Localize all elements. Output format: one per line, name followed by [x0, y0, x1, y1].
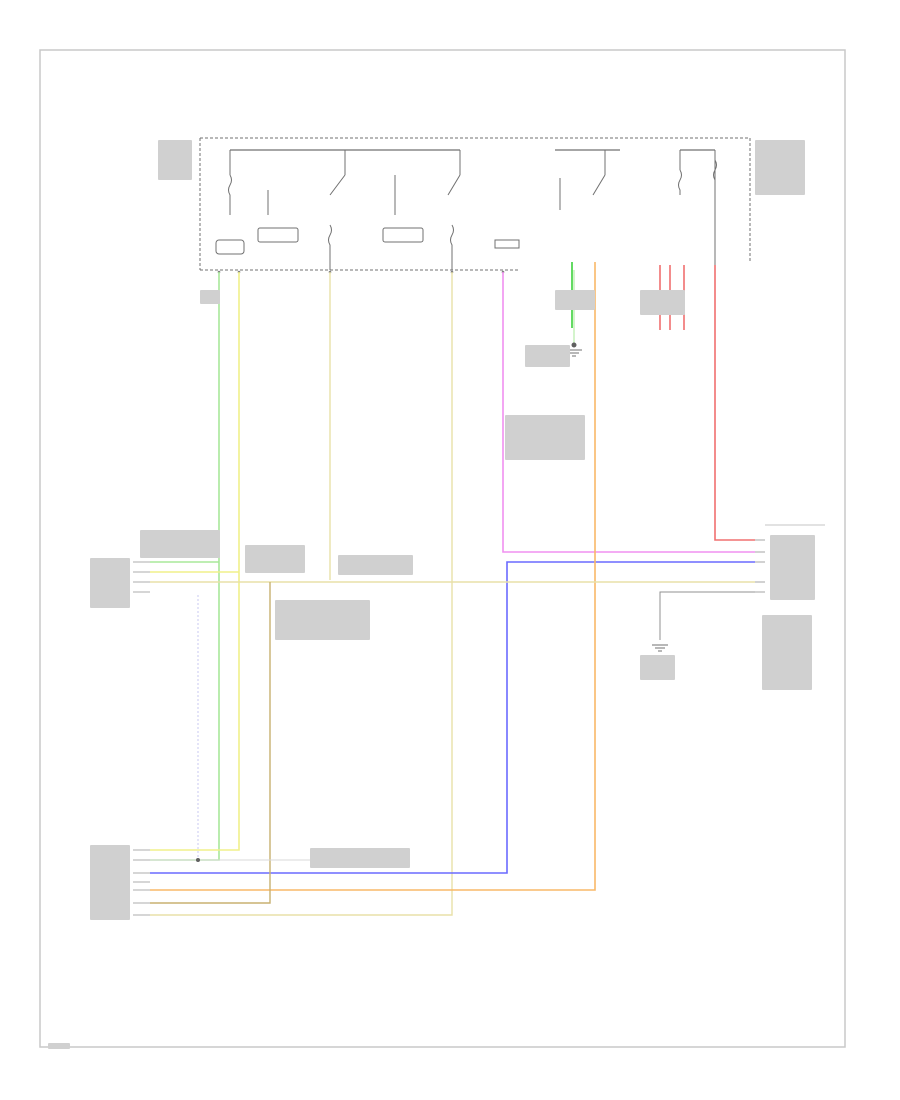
ground-icon	[566, 349, 668, 652]
fuse-icon	[228, 159, 717, 270]
illegible-text-marks	[48, 140, 815, 1049]
fuse-relay-box	[199, 137, 751, 271]
wire-light-green	[150, 272, 220, 861]
right-connector	[755, 524, 825, 593]
wire-orange	[150, 262, 596, 891]
connector-pins	[217, 270, 505, 274]
wire-brown	[150, 582, 271, 904]
wire-red-long	[714, 265, 755, 541]
box-outline	[199, 137, 751, 271]
wire-tan-2	[150, 272, 453, 916]
wire-black-ground	[659, 591, 755, 640]
wire-blue	[150, 561, 755, 874]
wire-yellow	[150, 272, 240, 851]
diagram-frame	[39, 49, 846, 1048]
relay-icon	[215, 174, 606, 255]
trailer-connector-upper	[133, 561, 150, 593]
trailer-connector-lower	[133, 849, 150, 916]
wire-pink	[502, 272, 755, 553]
